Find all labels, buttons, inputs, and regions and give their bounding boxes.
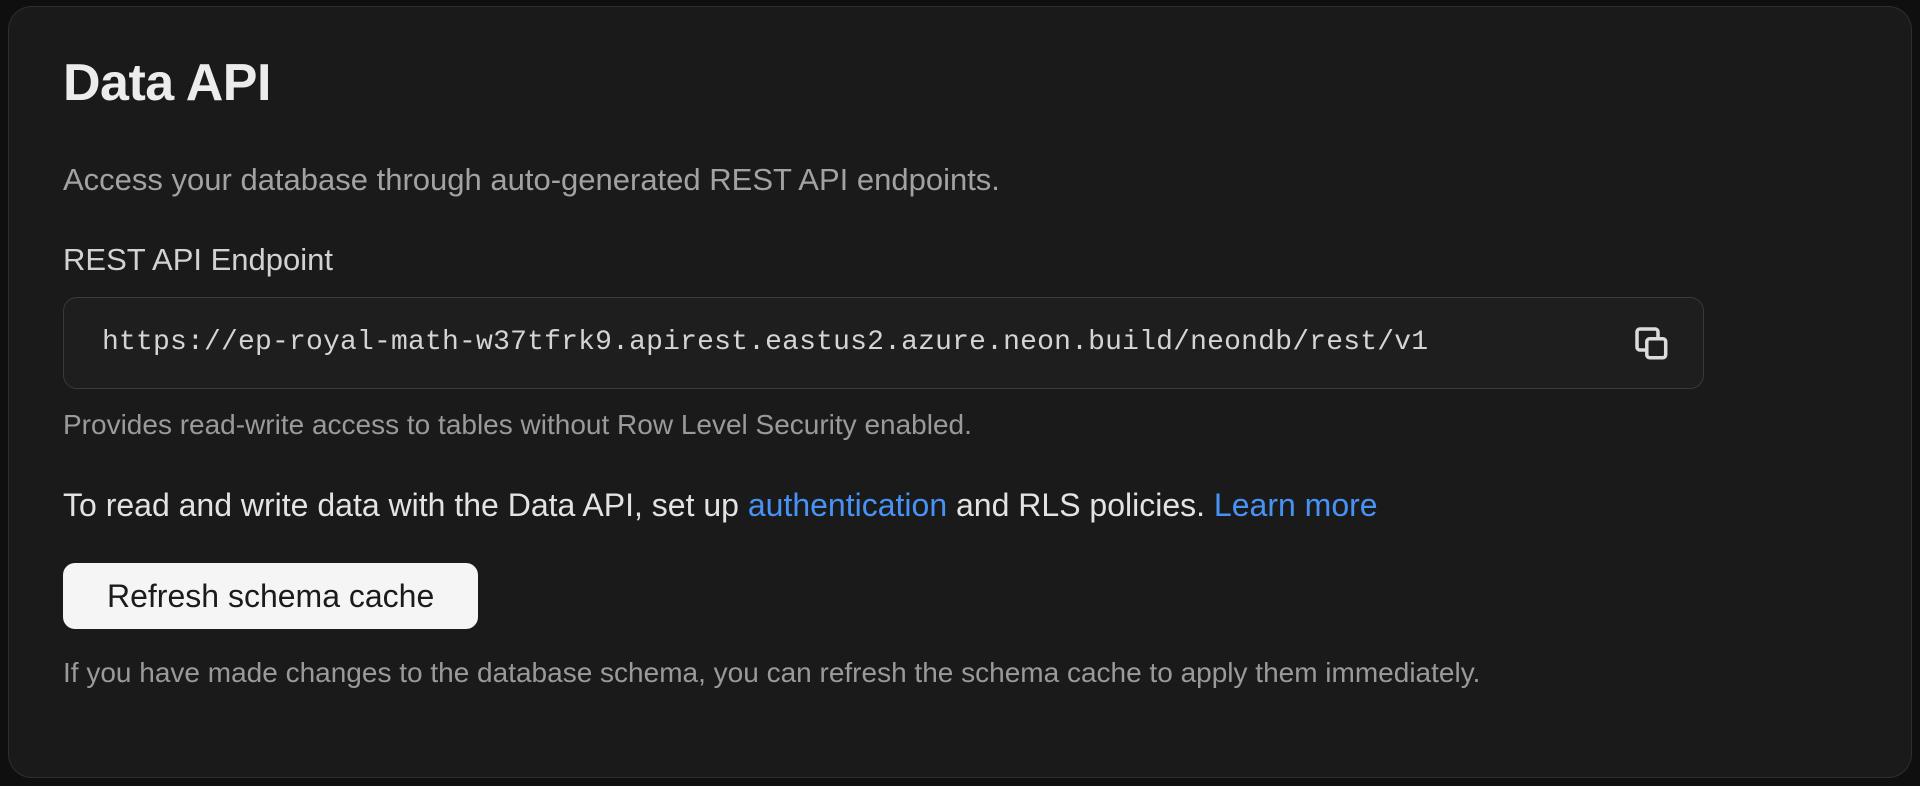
auth-note-text-middle: and RLS policies. [947,486,1214,523]
copy-endpoint-button[interactable] [1625,317,1677,369]
auth-note-text-before: To read and write data with the Data API… [63,486,748,523]
authentication-link[interactable]: authentication [747,486,948,523]
learn-more-link[interactable]: Learn more [1213,486,1378,523]
rest-api-endpoint-label: REST API Endpoint [63,242,333,278]
auth-note: To read and write data with the Data API… [63,485,1857,527]
rest-api-endpoint-url: https://ep-royal-math-w37tfrk9.apirest.e… [102,327,1429,359]
refresh-helper-text: If you have made changes to the database… [63,656,1481,688]
refresh-schema-cache-button[interactable]: Refresh schema cache [63,562,479,629]
data-api-card: Data API Access your database through au… [8,6,1912,778]
copy-icon [1630,322,1672,364]
page-title: Data API [63,54,271,112]
endpoint-helper-text: Provides read-write access to tables wit… [63,408,972,440]
rest-api-endpoint-field[interactable]: https://ep-royal-math-w37tfrk9.apirest.e… [63,296,1704,389]
section-description: Access your database through auto-genera… [63,162,1000,197]
